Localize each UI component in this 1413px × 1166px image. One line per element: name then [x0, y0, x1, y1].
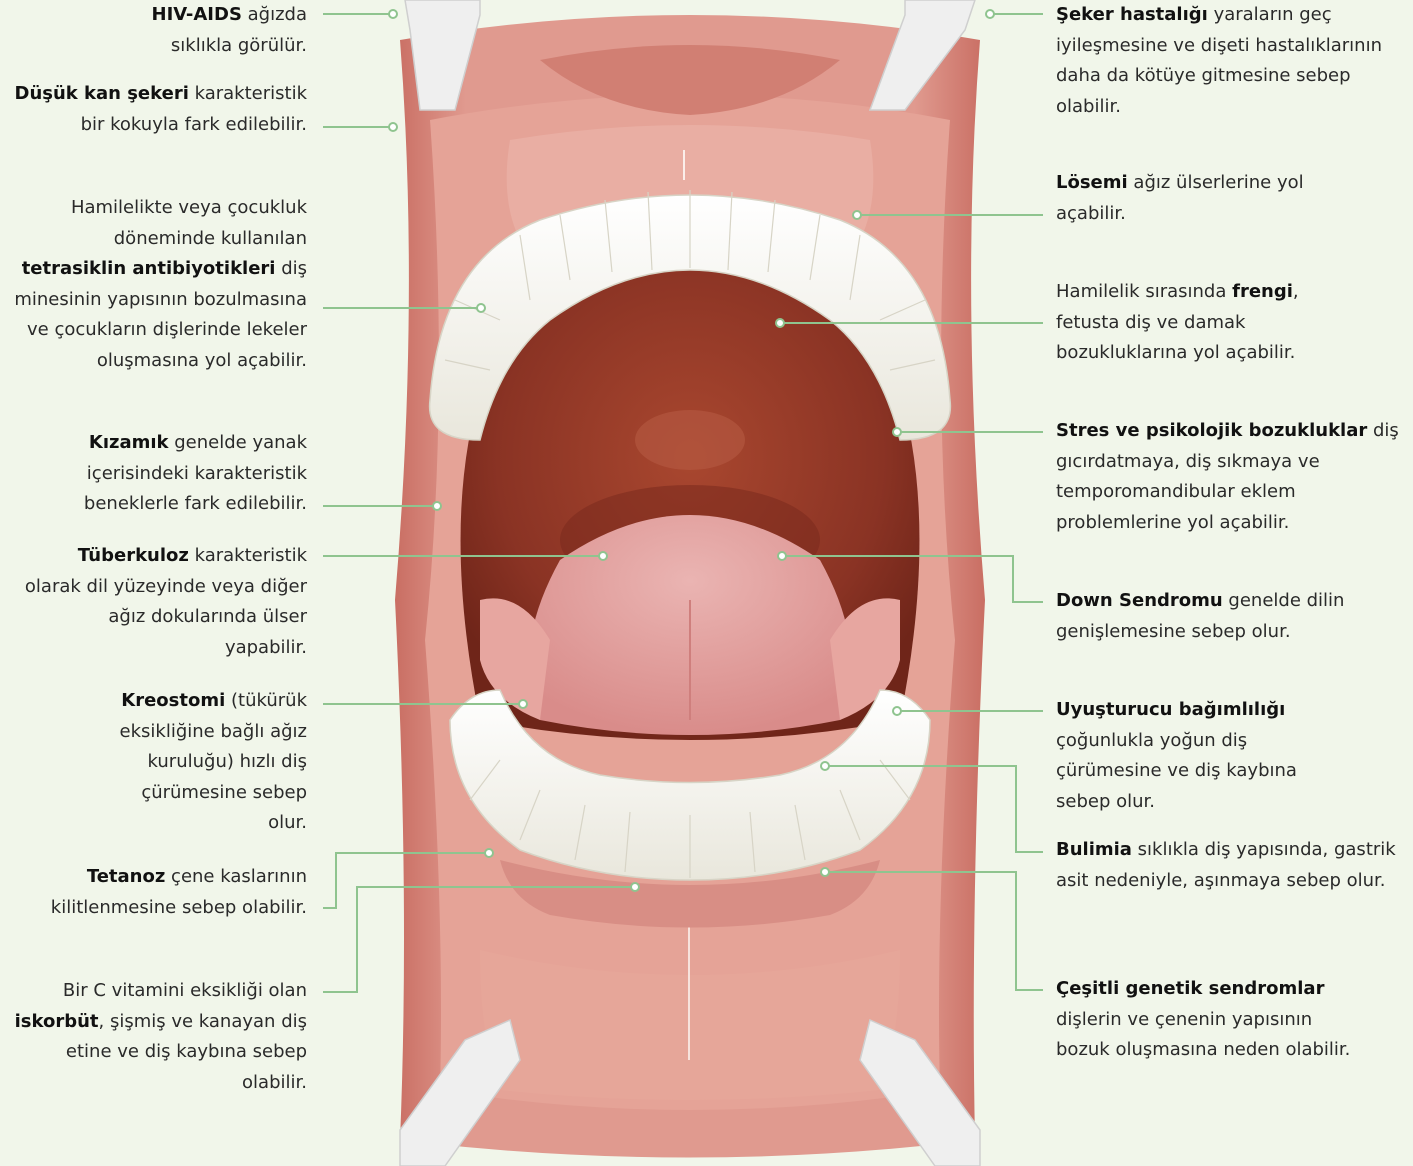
annotation-down-syndrome: Down Sendromu genelde dilin genişlemesin… — [1056, 586, 1401, 647]
annotation-bulimia: Bulimia sıklıkla diş yapısında, gastrik … — [1056, 835, 1401, 896]
annotation-genetic-syndromes: Çeşitli genetik sendromlar dişlerin ve ç… — [1056, 974, 1356, 1066]
annotation-measles: Kızamık genelde yanak içerisindeki karak… — [17, 428, 307, 520]
annotation-leukemia: Lösemi ağız ülserlerine yol açabilir. — [1056, 168, 1326, 229]
annotation-tuberculosis: Tüberkuloz karakteristik olarak dil yüze… — [22, 541, 307, 663]
annotation-hiv-aids: HIV-AIDS ağızda sıklıkla görülür. — [92, 0, 307, 61]
annotation-tetracycline: Hamilelikte veya çocukluk döneminde kull… — [7, 193, 307, 376]
annotation-low-blood-sugar: Düşük kan şekeri karakteristik bir kokuy… — [7, 79, 307, 140]
annotation-diabetes: Şeker hastalığı yaraların geç iyileşmesi… — [1056, 0, 1396, 122]
annotation-tetanus: Tetanoz çene kaslarının kilitlenmesine s… — [32, 862, 307, 923]
annotation-scurvy: Bir C vitamini eksikliği olan iskorbüt, … — [7, 976, 307, 1098]
annotation-xerostomia: Kreostomi (tükürük eksikliğine bağlı ağı… — [97, 686, 307, 839]
annotation-drug-addiction: Uyuşturucu bağımlılığı çoğunlukla yoğun … — [1056, 695, 1326, 817]
annotation-syphilis: Hamilelik sırasında frengi, fetusta diş … — [1056, 277, 1366, 369]
annotation-stress: Stres ve psikolojik bozukluklar diş gıcı… — [1056, 416, 1401, 538]
